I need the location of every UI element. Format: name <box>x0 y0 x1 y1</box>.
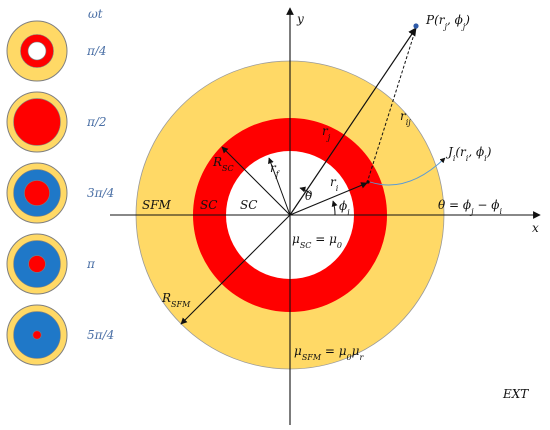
r-ij-dashed-line <box>366 27 417 184</box>
inset-sc-disc <box>24 180 50 206</box>
point-p-label: P(rj, ϕj) <box>425 13 470 31</box>
inset-time-label: 3π/4 <box>87 186 114 200</box>
x-axis-label: x <box>532 221 539 235</box>
theta-equation: θ = ϕj − ϕi <box>438 198 502 216</box>
r-j-vector <box>289 27 417 216</box>
inset-sc-disc <box>32 330 42 340</box>
r-f-vector <box>268 157 291 216</box>
theta-arc <box>299 186 312 195</box>
inset-time-label: 5π/4 <box>87 328 114 342</box>
mu-sfm-equation: μSFM = μ0μr <box>294 344 364 362</box>
r-sfm-label: RSFM <box>161 291 191 309</box>
theta-label: θ <box>305 189 313 203</box>
r-j-label: rj <box>322 124 331 142</box>
inset-time-label: π <box>86 257 96 271</box>
inset-time-label: π/4 <box>86 44 107 58</box>
r-f-label: rf <box>270 161 281 179</box>
ext-label: EXT <box>502 387 529 401</box>
inset-time-label: π/2 <box>86 115 107 129</box>
r-sc-vector <box>221 146 291 216</box>
sfm-region-label: SFM <box>142 198 172 212</box>
j-i-label: Ji(ri, ϕi) <box>445 145 492 163</box>
sc-ring-label: SC <box>200 198 217 212</box>
mu-sc-equation: μSC = μ0 <box>292 232 342 250</box>
r-i-label: ri <box>330 175 339 193</box>
phi-i-arc <box>331 200 338 216</box>
inset-time-steps: π/4 π/2 3π/4 π 5π/4 <box>6 20 114 366</box>
y-axis-label: y <box>296 12 304 26</box>
point-p-dot <box>413 23 419 29</box>
r-ij-label: rij <box>400 109 411 127</box>
j-i-connector <box>369 157 446 186</box>
sc-core-label: SC <box>240 198 257 212</box>
inset-sc-disc <box>13 98 61 146</box>
inset-core-disc <box>27 41 47 61</box>
r-sfm-vector <box>180 214 291 325</box>
r-i-vector <box>289 182 368 216</box>
j-i-dot <box>366 180 370 184</box>
phi-i-label: ϕi <box>339 199 350 217</box>
r-sc-label: RSC <box>212 155 234 173</box>
inset-header: ωt <box>88 7 103 21</box>
inset-sc-disc <box>28 255 46 273</box>
